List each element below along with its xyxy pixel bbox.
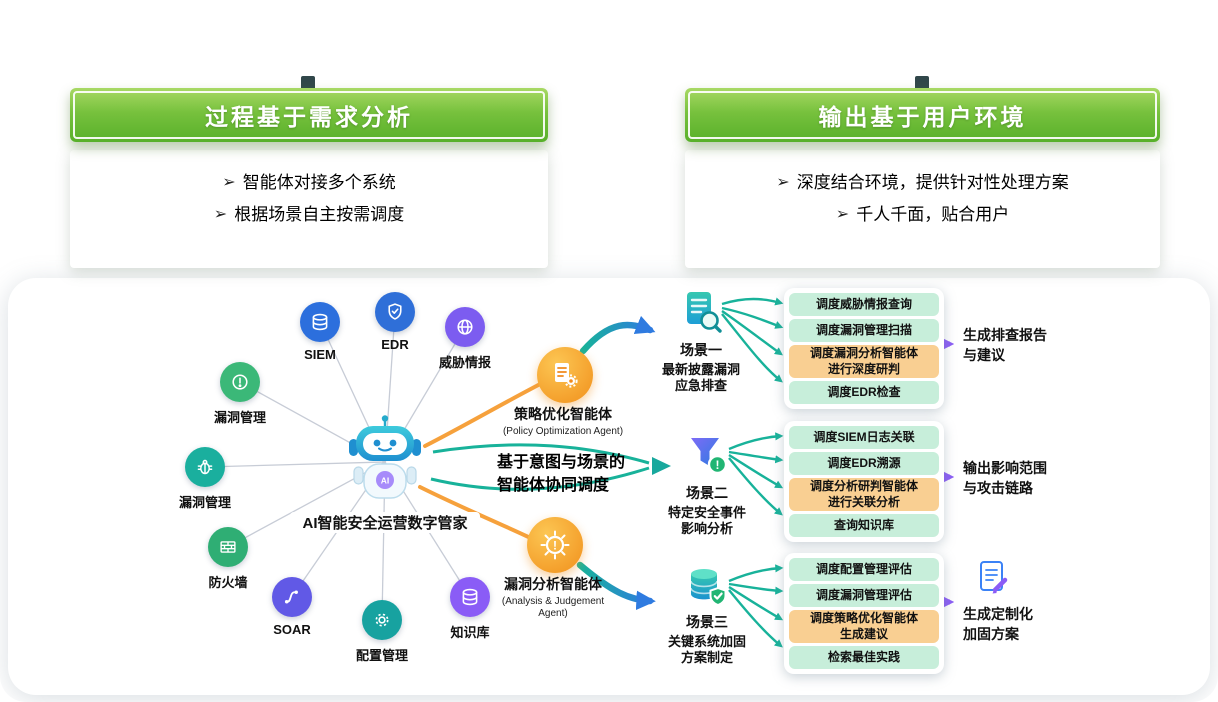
arrow-bullet-icon: ➢ bbox=[222, 174, 236, 191]
bullet-text: 深度结合环境，提供针对性处理方案 bbox=[796, 173, 1069, 192]
funnel-alert-icon: ! bbox=[684, 432, 730, 478]
system-label: SIEM bbox=[304, 347, 336, 362]
notes-box-right: ➢ 深度结合环境，提供针对性处理方案 ➢ 千人千面，贴合用户 bbox=[685, 150, 1160, 268]
agent-name: 漏洞分析智能体 bbox=[504, 576, 602, 592]
step-pill-highlight: 调度漏洞分析智能体 进行深度研判 bbox=[789, 345, 939, 379]
system-label: EDR bbox=[381, 337, 409, 352]
scenario1-title: 场景一 最新披露漏洞 应急排查 bbox=[650, 340, 752, 394]
analysis-agent-label: 漏洞分析智能体 (Analysis & Judgement Agent) bbox=[478, 574, 628, 620]
scenario-subtitle: 关键系统加固 方案制定 bbox=[667, 634, 746, 665]
step-pill: 调度SIEM日志关联 bbox=[789, 426, 939, 449]
scenario-name: 场景二 bbox=[686, 485, 728, 501]
system-label: 漏洞管理 bbox=[213, 410, 266, 425]
arrow-bullet-icon: ➢ bbox=[213, 206, 228, 223]
system-node-knowledge-base: 知识库 bbox=[430, 577, 510, 641]
robot-title: AI智能安全运营数字管家 bbox=[290, 512, 480, 533]
header-banner-right: 输出基于用户环境 bbox=[685, 88, 1160, 142]
system-node-soar: SOAR bbox=[252, 577, 332, 637]
scenario2-title: 场景二 特定安全事件 影响分析 bbox=[652, 483, 762, 537]
scenario-name: 场景一 bbox=[680, 342, 722, 358]
step-pill: 调度漏洞管理扫描 bbox=[789, 319, 939, 342]
scenario-subtitle: 最新披露漏洞 应急排查 bbox=[661, 362, 740, 393]
system-node-siem: SIEM bbox=[280, 302, 360, 362]
alert-glyph: ! bbox=[553, 539, 557, 553]
system-node-config-mgmt: 配置管理 bbox=[342, 600, 422, 664]
step-pill: 调度EDR检查 bbox=[789, 381, 939, 405]
flow-icon bbox=[272, 577, 312, 617]
step-pill-highlight: 调度策略优化智能体 生成建议 bbox=[789, 610, 939, 644]
database-icon bbox=[450, 577, 490, 617]
policy-agent-label: 策略优化智能体 (Policy Optimization Agent) bbox=[488, 404, 638, 438]
coordination-caption: 基于意图与场景的 智能体协同调度 bbox=[497, 454, 626, 494]
document-search-icon bbox=[678, 289, 724, 335]
system-node-edr: EDR bbox=[355, 292, 435, 352]
system-label: 漏洞管理 bbox=[178, 495, 231, 510]
bullet-item: ➢ 千人千面，贴合用户 bbox=[685, 199, 1160, 231]
banner-title-right: 输出基于用户环境 bbox=[818, 104, 1027, 130]
alert-glyph: ! bbox=[716, 458, 720, 472]
system-label: 威胁情报 bbox=[438, 355, 491, 370]
system-label: 防火墙 bbox=[208, 575, 248, 590]
scenario3-output: 生成定制化 加固方案 bbox=[963, 606, 1033, 642]
ai-robot-icon: AI bbox=[337, 414, 433, 502]
database-shield-icon bbox=[684, 564, 730, 610]
firewall-icon bbox=[208, 527, 248, 567]
step-pill: 调度配置管理评估 bbox=[789, 558, 939, 581]
system-label: 知识库 bbox=[450, 625, 490, 640]
globe-icon bbox=[445, 307, 485, 347]
bullet-item: ➢ 智能体对接多个系统 bbox=[70, 167, 548, 199]
banner-frame: 输出基于用户环境 bbox=[688, 91, 1157, 139]
shield-icon bbox=[375, 292, 415, 332]
agent-name: 策略优化智能体 bbox=[514, 406, 612, 422]
banner-title-left: 过程基于需求分析 bbox=[205, 104, 413, 130]
step-pill: 调度威胁情报查询 bbox=[789, 293, 939, 316]
system-node-firewall: 防火墙 bbox=[188, 527, 268, 591]
bullet-text: 根据场景自主按需调度 bbox=[234, 205, 405, 224]
agent-subtitle: (Analysis & Judgement Agent) bbox=[501, 596, 605, 619]
system-node-threat-intel: 威胁情报 bbox=[425, 307, 505, 371]
step-pill-highlight: 调度分析研判智能体 进行关联分析 bbox=[789, 478, 939, 512]
scenario3-steps-card: 调度配置管理评估 调度漏洞管理评估 调度策略优化智能体 生成建议 检索最佳实践 bbox=[784, 553, 944, 675]
scenario-subtitle: 特定安全事件 影响分析 bbox=[667, 505, 746, 536]
system-node-vuln-mgmt: 漏洞管理 bbox=[200, 362, 280, 426]
scenario2-output: 输出影响范围 与攻击链路 bbox=[963, 460, 1047, 496]
bullet-text: 智能体对接多个系统 bbox=[242, 173, 396, 192]
bullet-text: 千人千面，贴合用户 bbox=[856, 205, 1010, 224]
step-pill: 调度漏洞管理评估 bbox=[789, 584, 939, 607]
database-icon bbox=[300, 302, 340, 342]
arrow-bullet-icon: ➢ bbox=[776, 174, 790, 191]
scenario3-title: 场景三 关键系统加固 方案制定 bbox=[652, 612, 762, 666]
step-pill: 检索最佳实践 bbox=[789, 646, 939, 670]
banner-frame: 过程基于需求分析 bbox=[73, 91, 545, 139]
bug-icon bbox=[185, 447, 225, 487]
scenario2-steps-card: 调度SIEM日志关联 调度EDR溯源 调度分析研判智能体 进行关联分析 查询知识… bbox=[784, 421, 944, 543]
bullet-item: ➢ 深度结合环境，提供针对性处理方案 bbox=[685, 167, 1160, 199]
robot-chest-label: AI bbox=[381, 476, 390, 486]
gear-icon bbox=[362, 600, 402, 640]
arrow-bullet-icon: ➢ bbox=[835, 206, 850, 223]
system-label: SOAR bbox=[273, 622, 311, 637]
bullet-item: ➢ 根据场景自主按需调度 bbox=[70, 199, 548, 231]
step-pill: 调度EDR溯源 bbox=[789, 452, 939, 475]
scenario1-steps-card: 调度威胁情报查询 调度漏洞管理扫描 调度漏洞分析智能体 进行深度研判 调度EDR… bbox=[784, 288, 944, 410]
notes-box-left: ➢ 智能体对接多个系统 ➢ 根据场景自主按需调度 bbox=[70, 150, 548, 268]
scenario-name: 场景三 bbox=[686, 614, 728, 630]
policy-agent-icon bbox=[537, 347, 593, 403]
step-pill: 查询知识库 bbox=[789, 514, 939, 538]
scenario1-output: 生成排查报告 与建议 bbox=[963, 327, 1047, 363]
agent-subtitle: (Policy Optimization Agent) bbox=[502, 426, 624, 437]
report-document-icon bbox=[978, 560, 1008, 603]
header-banner-left: 过程基于需求分析 bbox=[70, 88, 548, 142]
system-node-vuln-scan: 漏洞管理 bbox=[165, 447, 245, 511]
alert-icon bbox=[220, 362, 260, 402]
system-label: 配置管理 bbox=[355, 648, 408, 663]
analysis-agent-icon: ! bbox=[527, 517, 583, 573]
